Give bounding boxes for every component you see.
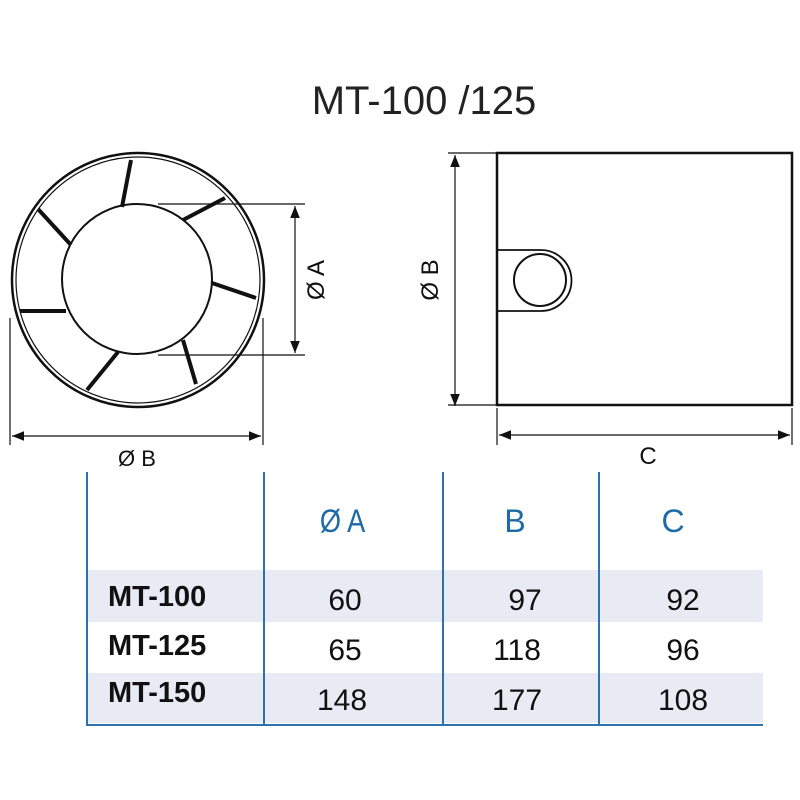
label-dia-b-front: Ø B [118,446,156,471]
model-cell: MT-100 [108,581,206,613]
c-cell: 92 [666,584,699,617]
header-b: B [504,503,525,539]
dimension-b-front [9,318,264,445]
label-c: C [639,443,656,470]
label-dia-a: Ø A [303,260,330,300]
dimension-b-side [448,152,497,406]
a-cell: 60 [328,584,361,617]
c-cell: 96 [666,634,699,667]
b-cell: 97 [508,584,541,617]
row-shade-3 [88,673,763,723]
row-shade-1 [88,570,763,622]
dimension-a [158,203,305,356]
blades [20,159,257,392]
c-cell: 108 [658,684,708,717]
table-row: MT-150 148 177 108 [108,677,708,717]
b-cell: 177 [492,684,542,717]
a-cell: 65 [328,634,361,667]
front-view [9,151,305,445]
dimension-c [496,408,793,445]
outer-ring [10,151,266,409]
side-view [448,151,794,445]
table-row: MT-125 65 118 96 [108,630,700,667]
dimensions-table: Ø A B C MT-100 60 97 92 MT-125 65 118 96… [86,472,763,726]
b-cell: 118 [493,634,541,667]
cable-port [513,253,567,307]
header-dia-a: Ø A [320,504,366,540]
diagram-title: MT-100 /125 [312,79,537,123]
header-c: C [661,503,684,539]
a-cell: 148 [317,684,367,717]
label-dia-b-side: Ø B [417,259,444,300]
housing [495,151,794,407]
outer-ring-inner [15,156,261,404]
model-cell: MT-150 [108,677,206,709]
hub [61,203,213,355]
cable-tab [497,249,573,312]
table-row: MT-100 60 97 92 [108,581,700,617]
model-cell: MT-125 [108,630,206,662]
